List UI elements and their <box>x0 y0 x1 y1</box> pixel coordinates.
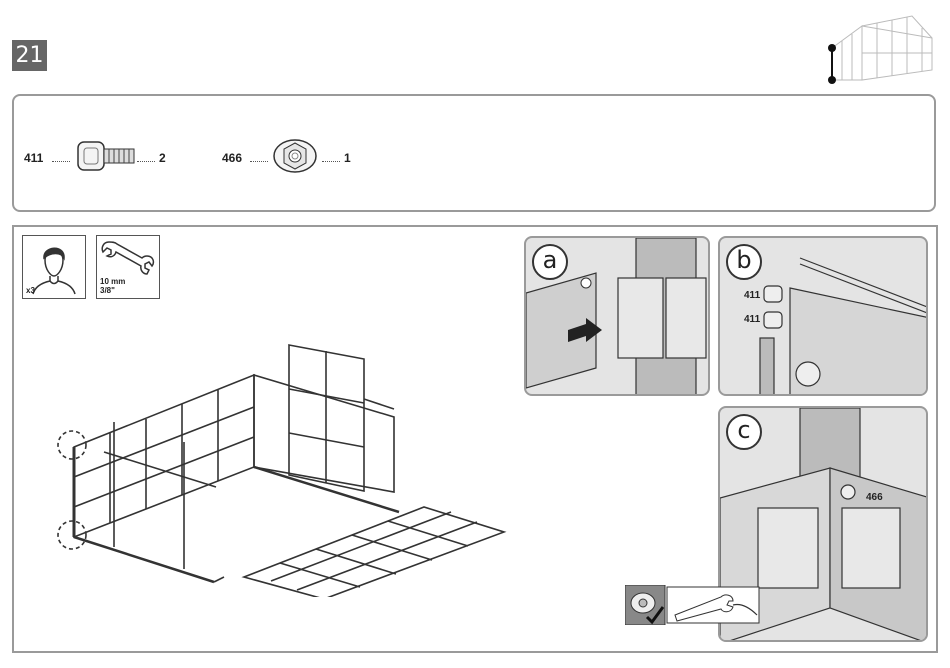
part-code: 466 <box>222 151 242 165</box>
flange-nut-icon <box>272 138 318 174</box>
parts-list-panel: 411 2 466 1 <box>12 94 936 212</box>
flange-nut-icon <box>631 593 655 613</box>
square-head-bolt-icon <box>76 140 140 174</box>
detail-b-panel: b 411 411 <box>718 236 928 396</box>
wrench-tool-box: 10 mm 3/8" <box>96 235 160 299</box>
part-quantity: 2 <box>159 151 166 165</box>
callout-411-bottom: 411 <box>744 314 760 325</box>
detail-c-label: c <box>726 414 762 450</box>
detail-a-label: a <box>532 244 568 280</box>
greenhouse-progress-icon <box>822 8 938 90</box>
callout-466: 466 <box>866 492 883 503</box>
part-code: 411 <box>24 151 43 165</box>
callout-411-top: 411 <box>744 290 760 301</box>
step-number-badge: 21 <box>12 40 47 71</box>
tighten-check-illustration <box>625 585 761 625</box>
wrench-size-metric: 10 mm <box>100 277 125 286</box>
people-required-box: x3 <box>22 235 86 299</box>
wrench-size-imperial: 3/8" <box>100 286 115 295</box>
people-count: x3 <box>26 286 35 295</box>
detail-a-panel: a <box>524 236 710 396</box>
wrench-icon <box>97 236 158 276</box>
part-quantity: 1 <box>344 151 351 165</box>
detail-b-label: b <box>726 244 762 280</box>
greenhouse-frame-illustration <box>44 337 514 597</box>
